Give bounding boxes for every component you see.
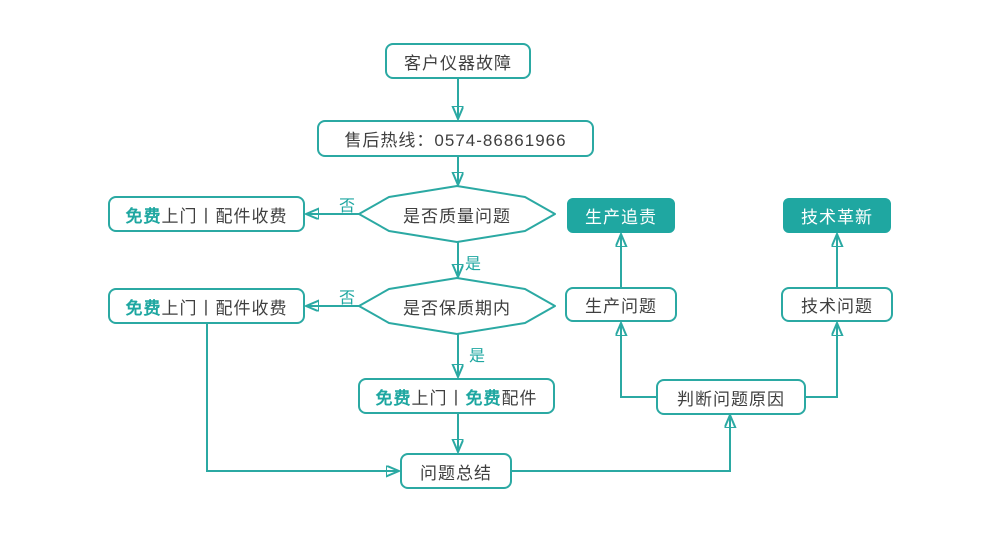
node-label: 技术问题 <box>801 297 873 316</box>
edge-label-no-1: 否 <box>338 198 355 215</box>
free-highlight: 免费 <box>375 388 412 408</box>
edge-nobranch-to-summary <box>206 324 397 471</box>
node-label: 售后热线：0574-86861966 <box>344 131 567 150</box>
node-label: 是否质量问题 <box>403 206 511 226</box>
node-quality-question: 是否质量问题 <box>358 185 556 243</box>
node-hotline: 售后热线：0574-86861966 <box>317 120 594 157</box>
label-mid: 上门丨 <box>411 388 466 408</box>
node-production-accountability: 生产追责 <box>567 198 675 233</box>
node-label: 生产问题 <box>585 297 657 316</box>
node-free-visit-free-parts: 免费上门丨免费配件 <box>358 378 555 414</box>
node-summary: 问题总结 <box>400 453 512 489</box>
edge-label-yes-2: 是 <box>468 348 485 365</box>
label-rest: 上门丨配件收费 <box>161 298 288 318</box>
node-technical-issue: 技术问题 <box>781 287 893 322</box>
edge-label-yes-1: 是 <box>464 256 481 273</box>
node-free-visit-paid-parts-2: 免费上门丨配件收费 <box>108 288 305 324</box>
node-label: 客户仪器故障 <box>404 53 512 73</box>
free-highlight: 免费 <box>465 388 502 408</box>
edge-label-no-2: 否 <box>338 290 355 307</box>
node-technical-innovation: 技术革新 <box>783 198 891 233</box>
label-rest: 配件 <box>501 388 538 408</box>
free-highlight: 免费 <box>125 298 162 318</box>
free-highlight: 免费 <box>125 206 162 226</box>
node-production-issue: 生产问题 <box>565 287 677 322</box>
node-label: 技术革新 <box>801 208 873 227</box>
edge-judge-to-production <box>621 325 656 398</box>
node-judge-cause: 判断问题原因 <box>656 379 806 415</box>
label-rest: 上门丨配件收费 <box>161 206 288 226</box>
hexagon-shape <box>358 185 556 243</box>
node-start: 客户仪器故障 <box>385 43 531 79</box>
node-label: 问题总结 <box>420 463 492 483</box>
node-label: 生产追责 <box>585 208 657 227</box>
node-free-visit-paid-parts-1: 免费上门丨配件收费 <box>108 196 305 232</box>
node-label: 是否保质期内 <box>403 298 511 318</box>
node-label: 判断问题原因 <box>677 389 785 409</box>
edge-summary-to-judge <box>512 417 730 472</box>
edge-judge-to-technical <box>806 325 837 398</box>
hexagon-shape <box>358 277 556 335</box>
node-warranty-question: 是否保质期内 <box>358 277 556 335</box>
